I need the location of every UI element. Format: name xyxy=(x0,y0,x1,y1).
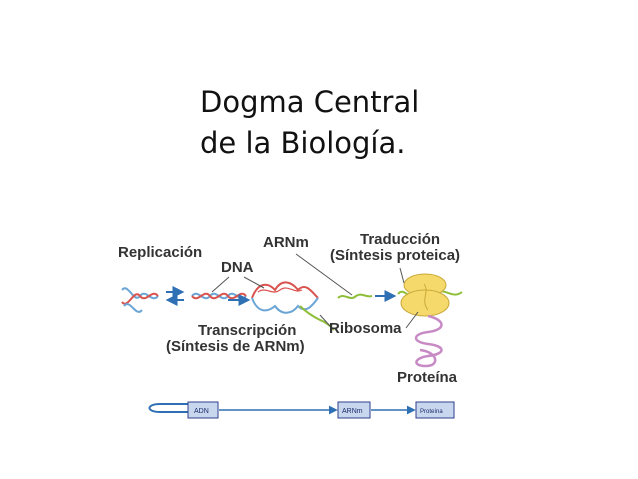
label-ribosoma: Ribosoma xyxy=(329,320,402,337)
transcription-bubble-icon xyxy=(251,281,335,331)
title-line-2: de la Biología. xyxy=(200,126,406,160)
dna-helix-icon xyxy=(191,292,247,300)
flow-diagram: ADN ARNm Proteína xyxy=(148,401,455,419)
mrna-strand-icon xyxy=(337,293,373,299)
flow-box-arnm-label: ARNm xyxy=(342,408,363,415)
label-traduccion: Traducción xyxy=(360,231,440,248)
label-sintesis-proteica: (Síntesis proteica) xyxy=(330,247,460,264)
flow-box-adn xyxy=(187,401,219,419)
protein-chain-icon xyxy=(414,314,443,368)
replication-arrows xyxy=(165,286,185,306)
label-connectors xyxy=(211,253,419,329)
label-replicacion: Replicación xyxy=(118,244,202,261)
flow-box-proteina xyxy=(415,401,455,419)
label-proteina: Proteína xyxy=(397,369,458,386)
slide-title: Dogma Central de la Biología. xyxy=(200,82,500,164)
label-transcripcion: Transcripción xyxy=(198,322,296,339)
label-arnm: ARNm xyxy=(263,234,309,251)
replication-dna-icon xyxy=(121,287,159,313)
ribosome-icon xyxy=(397,273,463,317)
title-line-1: Dogma Central xyxy=(200,85,420,119)
flow-box-adn-label: ADN xyxy=(194,408,209,415)
flow-box-arnm xyxy=(337,401,371,419)
replication-loop-icon xyxy=(148,403,188,413)
label-sintesis-arnm: (Síntesis de ARNm) xyxy=(166,338,305,355)
label-dna: DNA xyxy=(221,259,254,276)
flow-box-proteina-label: Proteína xyxy=(420,409,443,415)
